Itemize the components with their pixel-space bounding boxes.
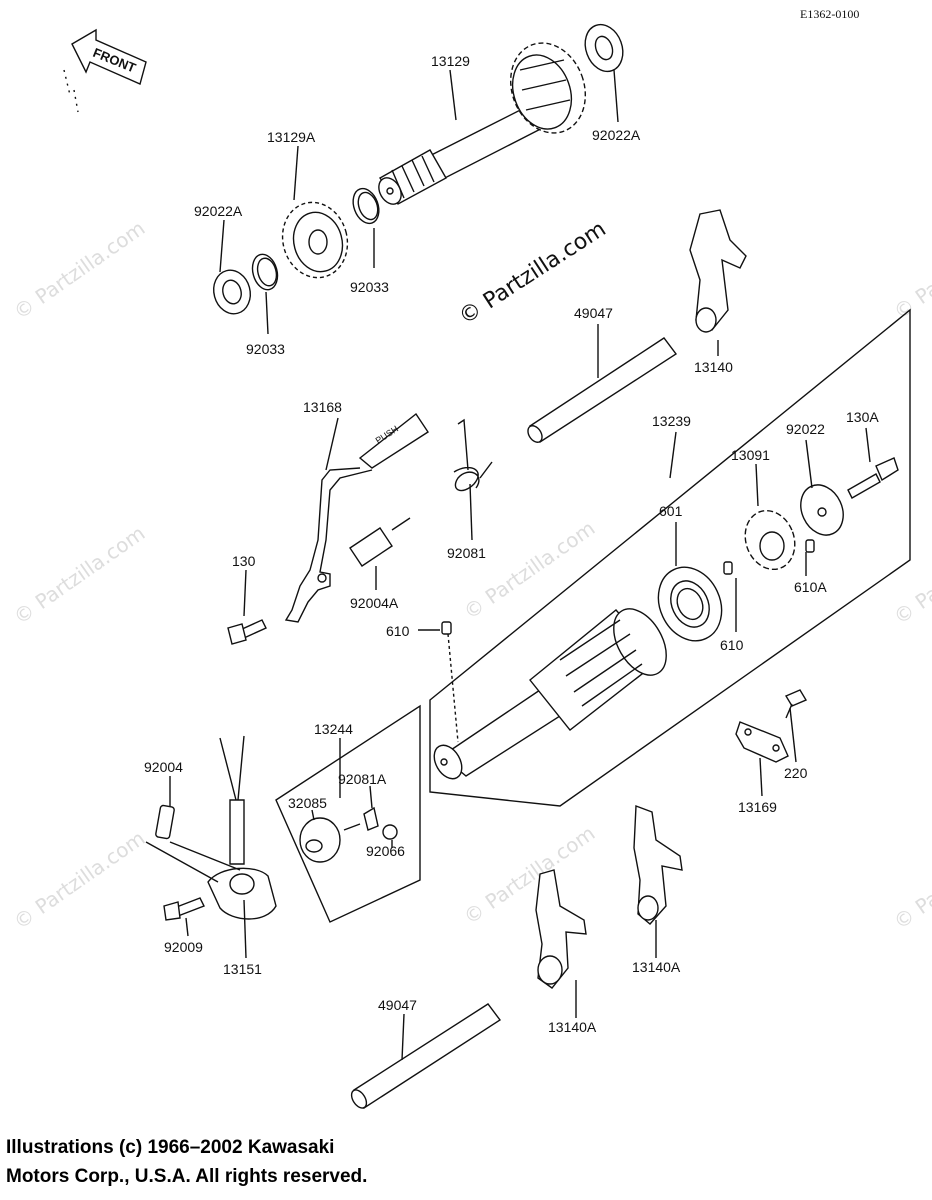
watermark-text: © Partzilla.com (889, 216, 932, 324)
label-13168: 13168 (303, 399, 342, 415)
label-92022A: 92022A (592, 127, 641, 143)
copyright-line-1: Illustrations (c) 1966–2002 Kawasaki (6, 1137, 335, 1158)
label-92009: 92009 (164, 939, 203, 955)
label-610: 610 (720, 637, 744, 653)
watermark-text: © Partzilla.com (459, 516, 599, 624)
gear-13129 (509, 42, 587, 134)
label-601: 601 (659, 503, 683, 519)
washer-92022A-left (213, 269, 251, 315)
label-49047: 49047 (574, 305, 613, 321)
bearing-601 (657, 566, 723, 642)
label-13091: 13091 (731, 447, 770, 463)
collar-92004 (155, 804, 175, 840)
spring-92081A (363, 806, 379, 831)
label-13239: 13239 (652, 413, 691, 429)
diagram-code: E1362-0100 (800, 7, 859, 21)
label-49047: 49047 (378, 997, 417, 1013)
watermark-text: © Partzilla.com (9, 826, 149, 934)
label-13151: 13151 (223, 961, 262, 977)
spring-92081 (453, 418, 493, 492)
assembly-frame-13244 (275, 704, 421, 923)
label-610: 610 (386, 623, 410, 639)
shift-rod-49047-lower (350, 1003, 502, 1109)
shift-drum-13239 (433, 608, 667, 780)
shaft-13129 (378, 95, 564, 205)
sensor-13151 (207, 735, 277, 920)
bolt-130 (227, 619, 267, 645)
pin-610-left (441, 621, 452, 635)
shift-fork-13140A-right (633, 805, 683, 925)
shift-rod-49047-upper (527, 337, 678, 443)
label-610A: 610A (794, 579, 827, 595)
assembly-frame-13239 (429, 308, 911, 807)
collar-92066 (382, 824, 398, 840)
shift-pedal-13168: PUSH (284, 412, 429, 623)
label-92066: 92066 (366, 843, 405, 859)
watermark-text: © Partzilla.com (459, 821, 599, 929)
plate-13169 (735, 721, 789, 763)
pin-610-right (723, 561, 733, 575)
label-13129: 13129 (431, 53, 470, 69)
pin-610A (805, 539, 815, 553)
label-92033: 92033 (246, 341, 285, 357)
label-13244: 13244 (314, 721, 353, 737)
label-92022A: 92022A (194, 203, 243, 219)
watermark-text: © Partzilla.com (889, 826, 932, 934)
label-13140: 13140 (694, 359, 733, 375)
label-92081: 92081 (447, 545, 486, 561)
gear-13129A (281, 201, 349, 279)
label-92004: 92004 (144, 759, 183, 775)
bolt-92009 (163, 897, 205, 921)
plate-92022 (800, 484, 844, 536)
label-130A: 130A (846, 409, 879, 425)
bolt-130A (847, 457, 899, 499)
label-32085: 32085 (288, 795, 327, 811)
stopper-32085 (299, 817, 341, 863)
circlip-92033-right (352, 187, 380, 225)
label-220: 220 (784, 765, 808, 781)
cam-13091 (744, 509, 796, 571)
watermark-text: © Partzilla.com (9, 216, 149, 324)
label-92004A: 92004A (350, 595, 399, 611)
label-13140A: 13140A (632, 959, 681, 975)
part-labels: 13129 92022A 13129A 92022A 92033 92033 4… (144, 53, 879, 1035)
washer-92022A-top (584, 23, 624, 73)
leader-lines (145, 841, 241, 883)
bolt-220 (784, 689, 808, 719)
collar-92004A (349, 517, 411, 567)
label-130: 130 (232, 553, 256, 569)
shift-fork-13140A-left (535, 869, 587, 989)
label-13129A: 13129A (267, 129, 316, 145)
shift-fork-13140 (689, 209, 747, 333)
label-92033: 92033 (350, 279, 389, 295)
label-92081A: 92081A (338, 771, 387, 787)
circlip-92033-left (251, 253, 279, 291)
front-arrow-icon: FRONT (63, 28, 147, 113)
label-13169: 13169 (738, 799, 777, 815)
callout-leaders (169, 69, 871, 1061)
label-92022: 92022 (786, 421, 825, 437)
watermark-text: © Partzilla.com (9, 521, 149, 629)
copyright-line-2: Motors Corp., U.S.A. All rights reserved… (6, 1166, 368, 1187)
label-13140A: 13140A (548, 1019, 597, 1035)
copyright-notice: Illustrations (c) 1966–2002 Kawasaki Mot… (6, 1133, 367, 1191)
